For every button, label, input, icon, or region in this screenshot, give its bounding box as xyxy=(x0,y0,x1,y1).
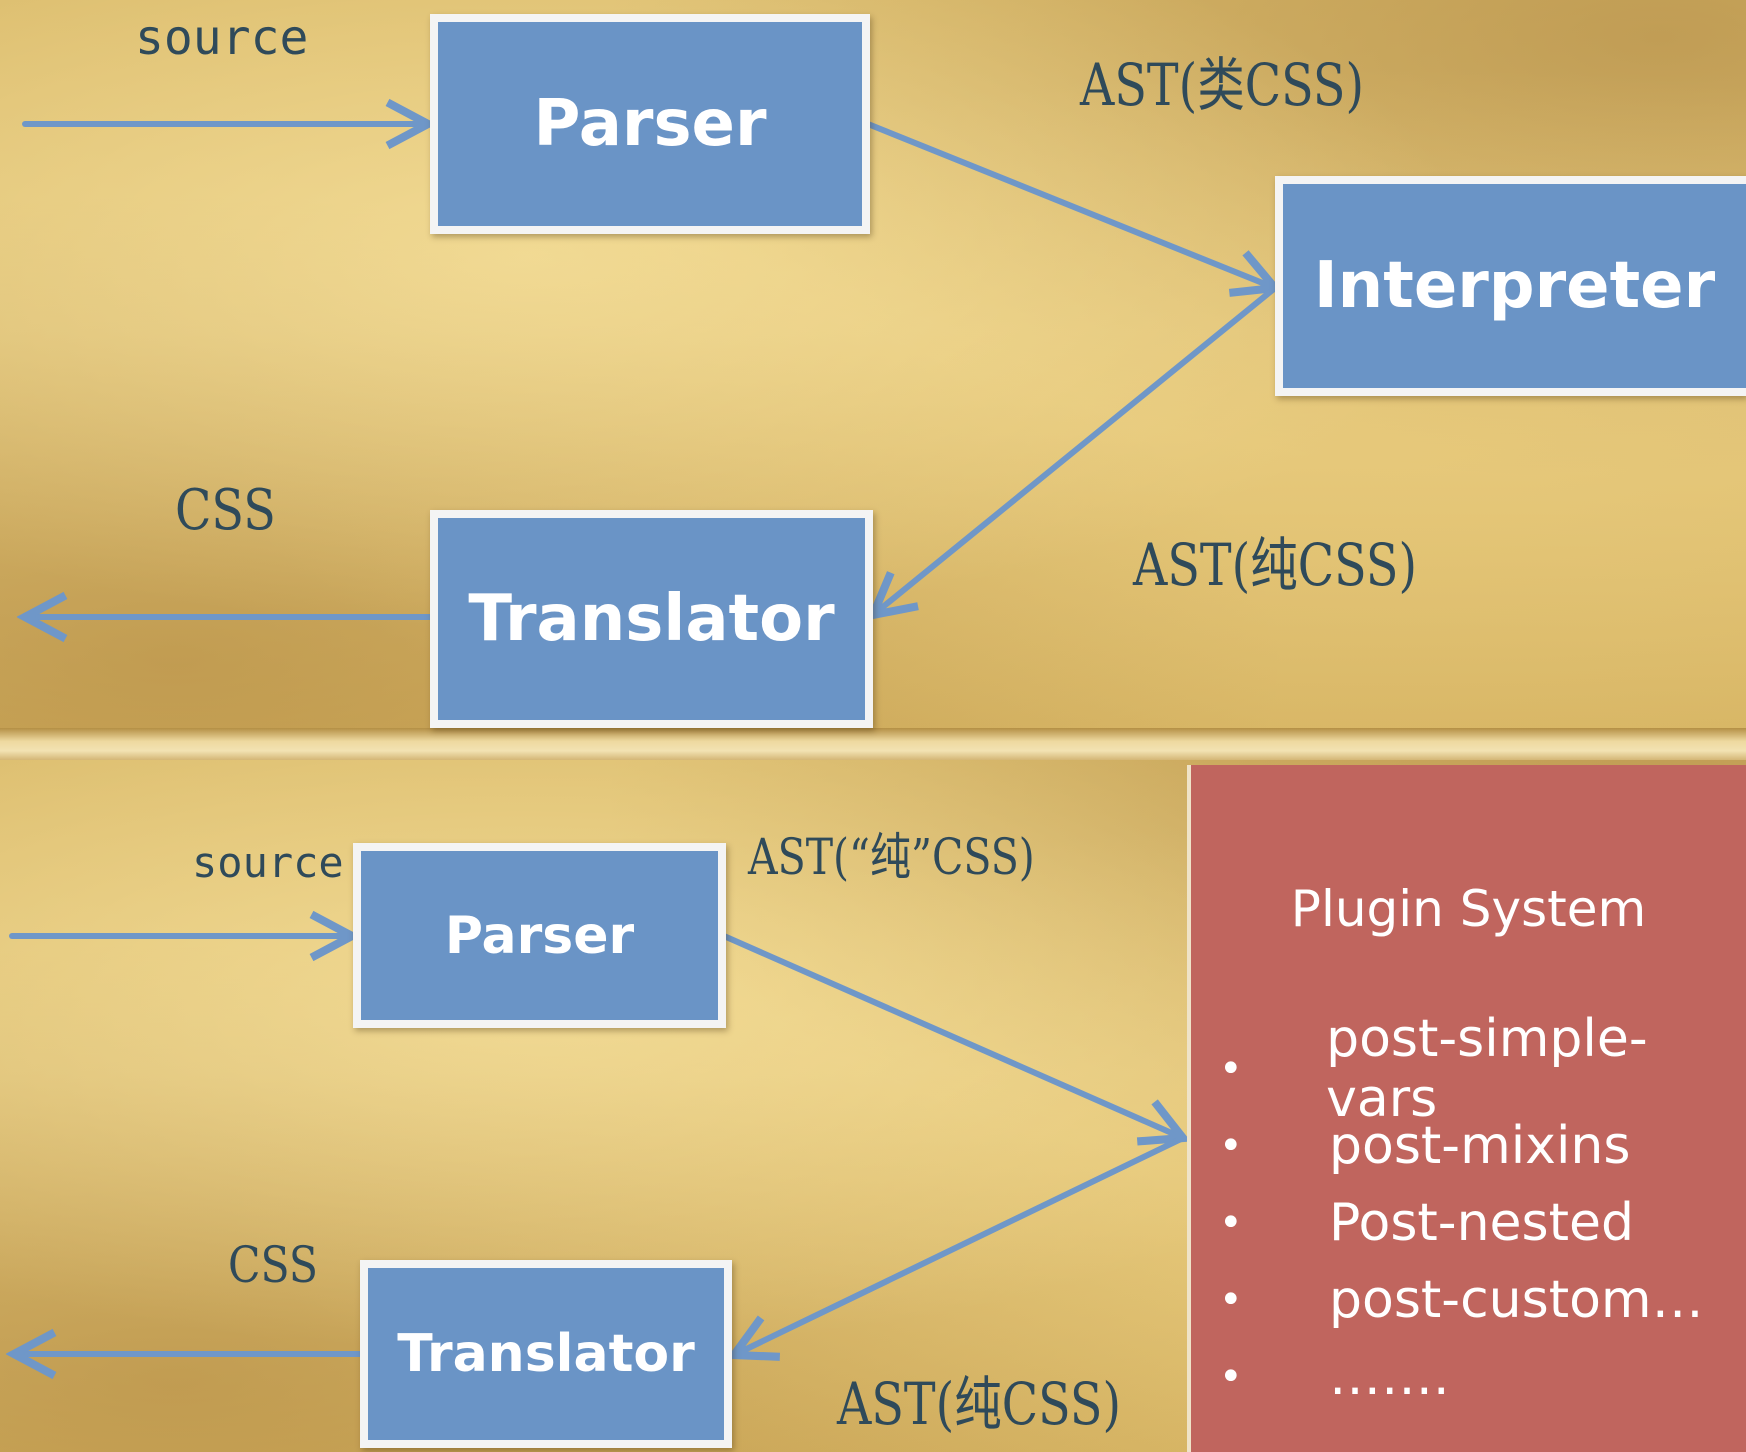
bullet-icon: • xyxy=(1219,1122,1243,1169)
torn-paper-divider xyxy=(0,728,1746,766)
translator-box-top-label: Translator xyxy=(468,582,835,656)
arrow-parser-to-interpreter xyxy=(865,121,1275,288)
plugin-name: post-custom… xyxy=(1329,1269,1704,1330)
translator-box-top: Translator xyxy=(430,510,873,728)
plugin-system-panel: Plugin System • post-simple-vars • post-… xyxy=(1187,765,1746,1452)
plugin-list-item: • post-simple-vars xyxy=(1211,1009,1746,1129)
plugin-list-item: • Post-nested xyxy=(1211,1184,1746,1261)
ast-pure-css-label-bottom: AST(纯CSS) xyxy=(837,1370,1122,1438)
bullet-icon: • xyxy=(1219,1199,1243,1246)
parser-box-bottom: Parser xyxy=(353,843,726,1028)
plugin-list-item: • post-mixins xyxy=(1211,1107,1746,1184)
plugin-name: post-mixins xyxy=(1329,1115,1631,1176)
parser-box-bottom-label: Parser xyxy=(444,905,635,966)
plugin-list-item: • ……. xyxy=(1211,1338,1746,1415)
css-label-bottom: CSS xyxy=(228,1236,319,1294)
source-label-top: source xyxy=(135,10,309,66)
css-label-top: CSS xyxy=(175,478,276,543)
bullet-icon: • xyxy=(1219,1353,1243,1400)
interpreter-box: Interpreter xyxy=(1275,176,1746,396)
plugin-name: Post-nested xyxy=(1329,1192,1634,1253)
arrow-plugin-system-to-translator xyxy=(734,1135,1186,1355)
plugin-system-title: Plugin System xyxy=(1290,880,1647,938)
parser-box-top: Parser xyxy=(430,14,870,234)
plugin-list-item: • post-custom… xyxy=(1211,1261,1746,1338)
plugin-name: post-simple-vars xyxy=(1326,1008,1648,1129)
ast-quoted-pure-css-label: AST(“纯”CSS) xyxy=(748,828,1035,886)
plugin-list: • post-simple-vars • post-mixins • Post-… xyxy=(1211,1009,1746,1415)
ast-pure-css-label-top: AST(纯CSS) xyxy=(1133,531,1418,599)
interpreter-box-label: Interpreter xyxy=(1313,249,1716,323)
bullet-icon: • xyxy=(1219,1276,1243,1323)
ast-class-css-label: AST(类CSS) xyxy=(1080,51,1365,119)
translator-box-bottom: Translator xyxy=(360,1260,732,1448)
arrow-interpreter-to-translator xyxy=(873,285,1278,615)
plugin-name: ……. xyxy=(1329,1346,1450,1407)
arrow-parser-to-plugin-system xyxy=(721,933,1183,1138)
parser-box-top-label: Parser xyxy=(533,87,767,161)
bullet-icon: • xyxy=(1219,1045,1243,1092)
translator-box-bottom-label: Translator xyxy=(397,1324,695,1384)
source-label-bottom: source xyxy=(192,838,344,887)
